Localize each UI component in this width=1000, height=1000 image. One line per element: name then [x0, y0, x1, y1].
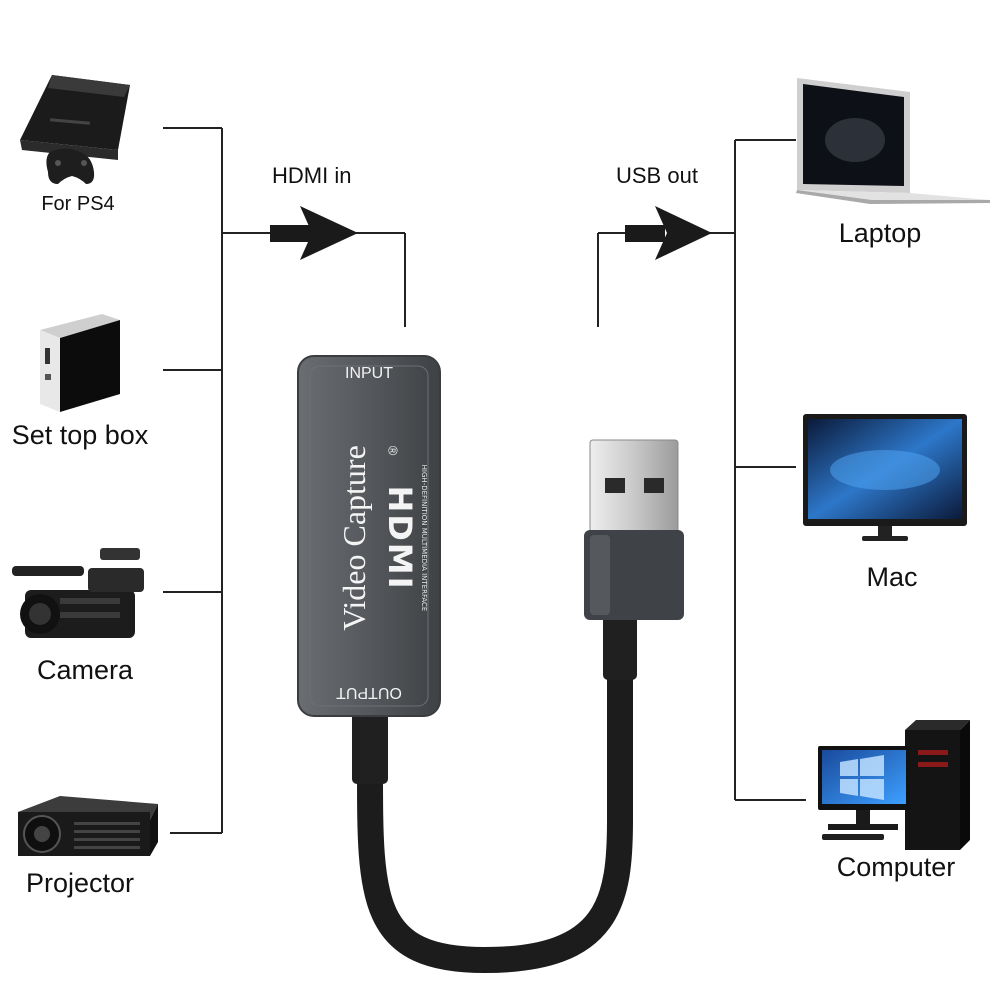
- video-camera-icon: [12, 548, 144, 638]
- source-label-ps4: For PS4: [8, 193, 148, 216]
- device-name-text: Video Capture: [336, 408, 372, 668]
- source-label-camera: Camera: [10, 655, 160, 686]
- usb-plug: [584, 440, 684, 620]
- hdmi-logo-text: HDMI: [383, 463, 417, 613]
- usb-out-arrow: [625, 206, 712, 260]
- device-output-label: OUTPUT: [333, 683, 405, 701]
- hdmi-in-arrow: [270, 206, 358, 260]
- hdmi-registered-mark: ®: [385, 446, 400, 456]
- desktop-computer-icon: [818, 720, 970, 850]
- target-label-computer: Computer: [826, 852, 966, 883]
- game-console-icon: [20, 75, 130, 184]
- set-top-box-icon: [40, 314, 120, 412]
- hdmi-subtext: HIGH-DEFINITION MULTIMEDIA INTERFACE: [419, 438, 429, 638]
- monitor-icon: [803, 414, 967, 541]
- target-label-laptop: Laptop: [820, 218, 940, 249]
- laptop-icon: [796, 78, 990, 204]
- usb-out-label: USB out: [616, 163, 698, 189]
- source-label-set-top-box: Set top box: [0, 420, 160, 451]
- hdmi-in-label: HDMI in: [272, 163, 351, 189]
- target-label-mac: Mac: [832, 562, 952, 593]
- projector-icon: [18, 796, 158, 856]
- device-input-label: INPUT: [336, 365, 402, 383]
- source-label-projector: Projector: [5, 868, 155, 899]
